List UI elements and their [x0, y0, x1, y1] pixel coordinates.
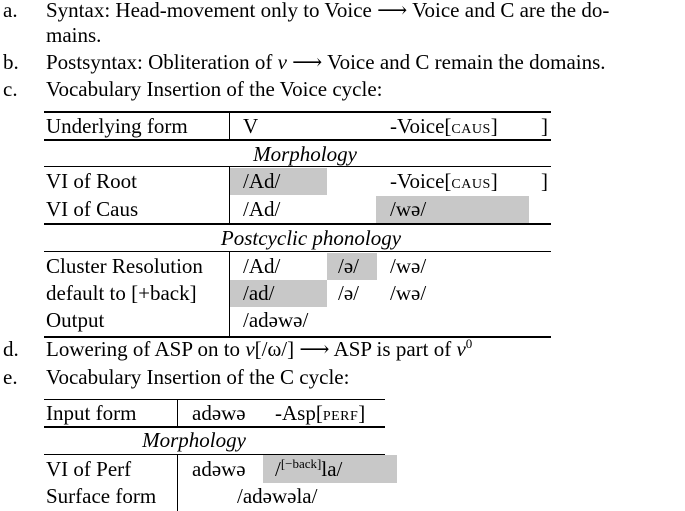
shade-vi-root-root	[230, 168, 327, 195]
table1-top-rule	[44, 111, 551, 113]
t1-default-root: /ad/	[243, 281, 275, 305]
t1-label-default: default to [+back]	[46, 281, 197, 305]
table2-rule-below-input	[44, 426, 385, 428]
t1-vi-caus-caus: /wə/	[390, 197, 427, 221]
item-marker-a: a.	[3, 0, 18, 22]
t1-underlying-voice: -Voice[CAUS]	[390, 114, 498, 138]
t1-underlying-bracket: ]	[541, 114, 548, 138]
t2-input-stem: adəwə	[192, 401, 246, 425]
shade-cluster-schwa	[327, 253, 377, 280]
item-marker-b: b.	[3, 50, 19, 74]
table1-rule-below-header	[44, 139, 551, 141]
item-marker-e: e.	[3, 365, 18, 389]
t2-section-morphology: Morphology	[142, 428, 246, 452]
t1-cluster-root: /Ad/	[243, 254, 281, 278]
t1-section-postcyclic: Postcyclic phonology	[220, 226, 402, 250]
table2-vsep-input	[177, 400, 178, 426]
shade-vi-perf	[263, 455, 397, 483]
t2-vi-perf-exponent: /[−back]la/	[275, 456, 343, 481]
item-b-text: Postsyntax: Obliteration of v ⟶ Voice an…	[46, 50, 606, 75]
t1-label-cluster: Cluster Resolution	[46, 254, 203, 278]
table2-vsep-body	[177, 455, 178, 511]
item-e-text: Vocabulary Insertion of the C cycle:	[46, 365, 350, 389]
t1-vi-root-voice: -Voice[CAUS]	[390, 169, 498, 193]
t1-cluster-schwa: /ə/	[338, 254, 359, 278]
item-b-post: ⟶ Voice and C remain the domains.	[286, 50, 606, 74]
t1-label-vi-caus: VI of Caus	[46, 197, 139, 221]
t2-label-surface-form: Surface form	[46, 484, 157, 508]
table1-vsep-phon	[229, 252, 230, 336]
table1-bottom-rule	[44, 336, 551, 338]
item-marker-d: d.	[3, 337, 19, 361]
shade-default-ad	[230, 280, 327, 307]
t1-default-schwa: /ə/	[338, 281, 359, 305]
table1-rule-below-postcyclic	[44, 251, 551, 252]
item-b-var: v	[277, 50, 287, 74]
table1-rule-above-postcyclic	[44, 223, 551, 225]
item-marker-c: c.	[3, 77, 18, 101]
table1-vsep-morph	[229, 167, 230, 223]
t2-label-vi-perf: VI of Perf	[46, 457, 132, 481]
item-a-text-line2: mains.	[46, 23, 102, 47]
item-b-pre: Postsyntax: Obliteration of	[46, 50, 278, 74]
item-a-text-line1: Syntax: Head-movement only to Voice ⟶ Vo…	[46, 0, 610, 22]
t1-vi-root-root: /Ad/	[243, 169, 281, 193]
t1-underlying-V: V	[243, 114, 259, 138]
t1-label-vi-root: VI of Root	[46, 169, 137, 193]
t1-label-underlying-form: Underlying form	[46, 114, 188, 138]
t1-vi-caus-root: /Ad/	[243, 197, 281, 221]
t1-label-output: Output	[46, 308, 105, 332]
t2-vi-perf-stem: adəwə	[192, 457, 246, 481]
table2-rule-below-morphology	[44, 454, 385, 455]
item-c-text: Vocabulary Insertion of the Voice cycle:	[46, 77, 383, 101]
table2-top-rule	[44, 399, 385, 400]
t1-output-form: /adəwə/	[243, 308, 309, 332]
t1-default-caus: /wə/	[390, 281, 427, 305]
shade-vi-caus-caus	[376, 196, 529, 223]
t1-section-morphology: Morphology	[253, 142, 357, 166]
t2-label-input-form: Input form	[46, 401, 137, 425]
item-d-text: Lowering of ASP on to v[/ω/] ⟶ ASP is pa…	[46, 336, 473, 361]
t1-vi-root-bracket: ]	[541, 169, 548, 193]
table1-rule-below-morphology	[44, 166, 551, 167]
table1-vsep-header	[229, 112, 230, 139]
t2-surface-form: /adəwəla/	[237, 484, 318, 508]
t1-cluster-caus: /wə/	[390, 254, 427, 278]
t2-input-asp: -Asp[PERF]	[275, 401, 366, 425]
